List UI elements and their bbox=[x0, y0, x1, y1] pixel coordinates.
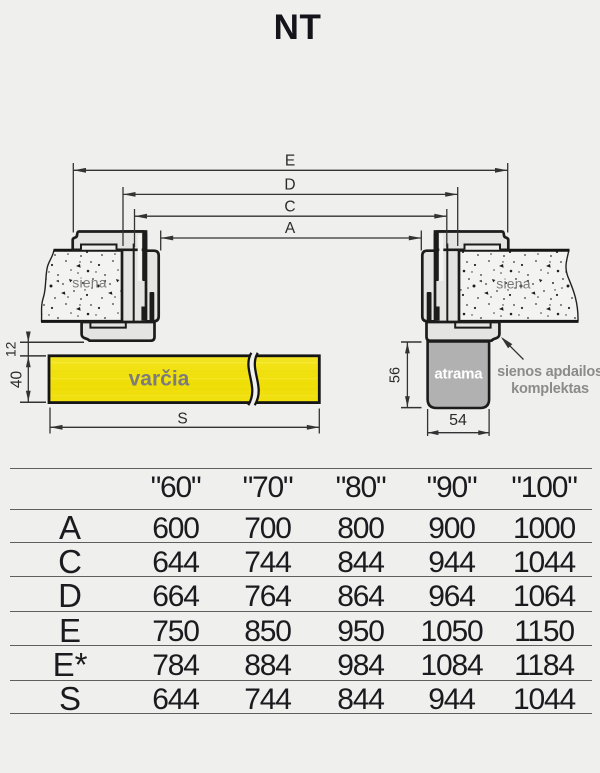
svg-text:40: 40 bbox=[9, 371, 26, 389]
svg-text:atrama: atrama bbox=[434, 366, 483, 383]
svg-text:A: A bbox=[285, 220, 296, 237]
svg-text:C: C bbox=[284, 198, 295, 215]
svg-text:siena: siena bbox=[72, 275, 106, 291]
svg-text:12: 12 bbox=[3, 341, 19, 357]
svg-text:D: D bbox=[284, 177, 295, 194]
svg-text:siena: siena bbox=[496, 276, 530, 292]
svg-text:S: S bbox=[177, 411, 187, 428]
svg-text:E: E bbox=[285, 153, 295, 170]
svg-text:varčia: varčia bbox=[129, 368, 190, 391]
svg-text:56: 56 bbox=[388, 367, 404, 383]
svg-text:54: 54 bbox=[449, 412, 467, 429]
